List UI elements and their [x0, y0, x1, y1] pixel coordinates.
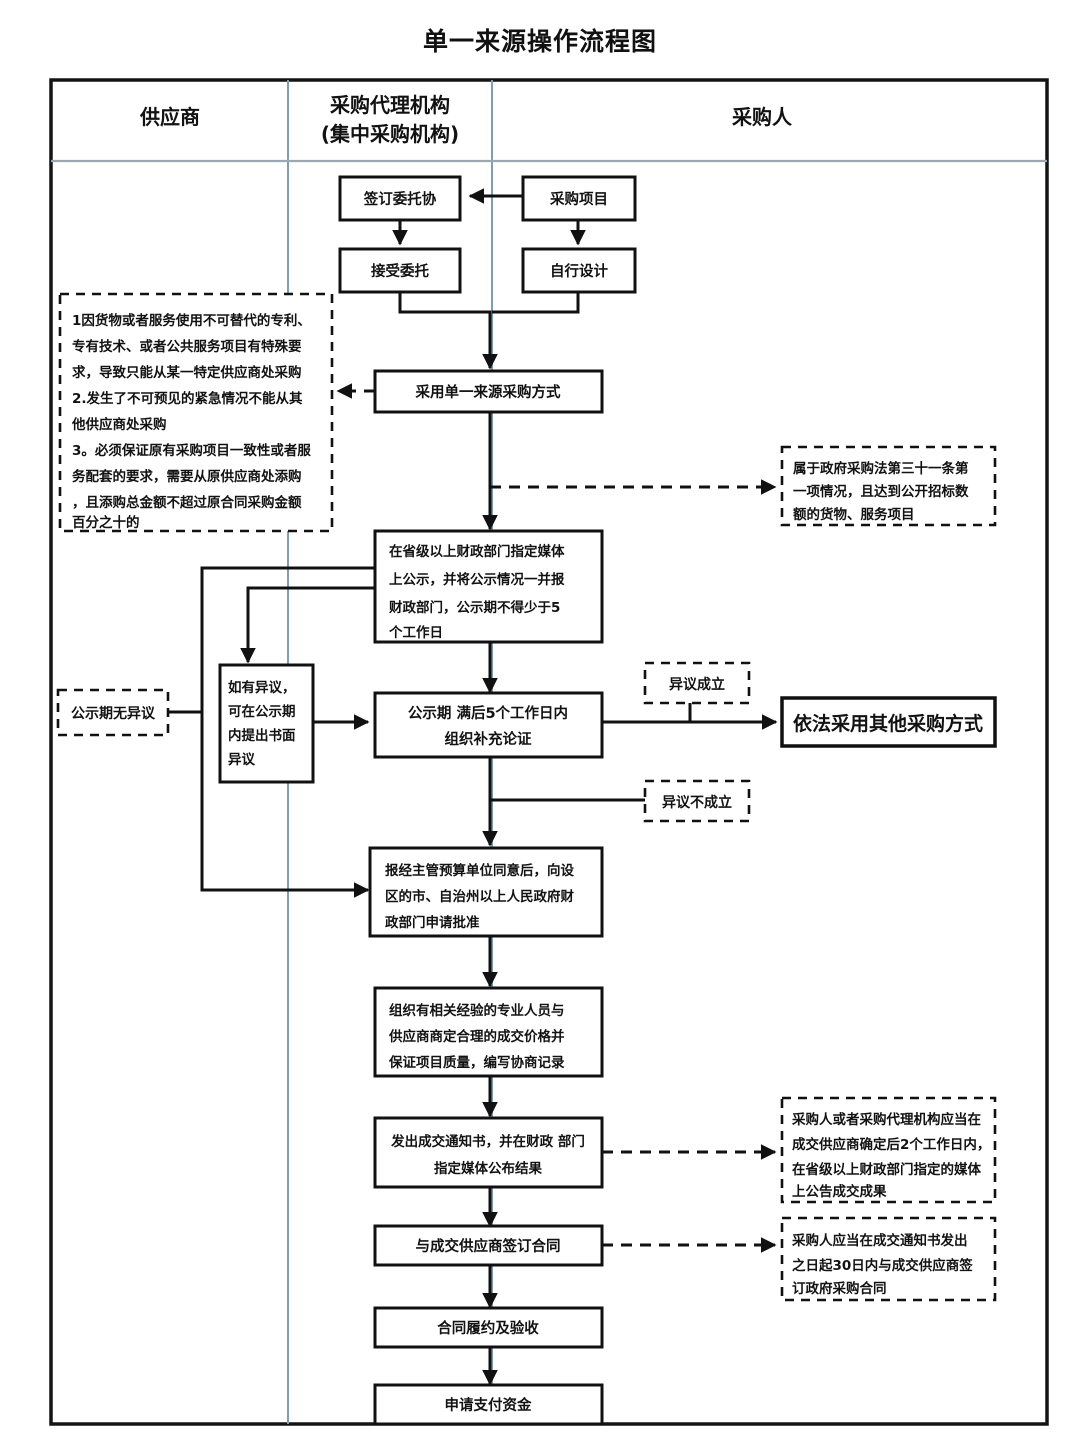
- node-sign-entrust[interactable]: [338, 175, 462, 222]
- node-negotiate-price-line-1: 组织有相关经验的专业人员与: [389, 1002, 565, 1019]
- node-other-method[interactable]: [780, 696, 997, 748]
- connector-publicity-to-approval-loop: [200, 566, 375, 898]
- node-publicity-line-3: 财政部门，公示期不得少于5: [388, 599, 560, 616]
- node-sign-entrust-label: 签订委托协: [363, 190, 437, 208]
- note-law-article-line-3: 额的货物、服务项目: [793, 506, 915, 523]
- lane-header-purchaser: 采购人: [732, 105, 793, 129]
- node-procure-project[interactable]: [521, 175, 637, 222]
- note-contract-30days-line-2: 之日起30日内与成交供应商签: [792, 1257, 973, 1274]
- node-publicity-line-4: 个工作日: [388, 624, 443, 641]
- note-no-objection: [56, 688, 170, 737]
- node-accept-entrust[interactable]: [338, 247, 462, 294]
- note-conditions-line-6: 3。必须保证原有采购项目一致性或者服: [72, 442, 311, 459]
- lane-header-supplier: 供应商: [139, 105, 200, 129]
- note-law-article-line-2: 一项情况，且达到公开招标数: [793, 483, 969, 500]
- node-publicity-line-2: 上公示，并将公示情况一并报: [389, 571, 565, 588]
- node-other-method-label: 依法采用其他采购方式: [793, 712, 983, 735]
- node-publicity-line-1: 在省级以上财政部门指定媒体: [389, 543, 565, 560]
- node-apply-approval-line-1: 报经主管预算单位同意后，向设: [385, 862, 574, 879]
- connector-design-to-adopt: [492, 292, 580, 314]
- node-issue-notice[interactable]: [373, 1116, 604, 1189]
- lane-header-agency-line1: 采购代理机构: [330, 93, 450, 117]
- node-apply-approval-line-2: 区的市、自治州以上人民政府财: [385, 888, 574, 905]
- node-written-objection[interactable]: [218, 663, 315, 784]
- node-written-objection-line-4: 异议: [228, 752, 255, 768]
- note-announce-result-line-3: 在省级以上财政部门指定的媒体: [792, 1161, 981, 1178]
- note-contract-30days-line-3: 订政府采购合同: [792, 1280, 887, 1297]
- note-conditions-line-4: 2.发生了不可预见的紧急情况不能从其: [72, 390, 303, 407]
- node-sign-contract[interactable]: [373, 1224, 604, 1267]
- node-supplementary-argument-line-1: 公示期 满后5个工作日内: [408, 704, 568, 722]
- node-supplementary-argument-line-2: 组织补充论证: [445, 730, 532, 748]
- node-contract-performance-label: 合同履约及验收: [436, 1319, 539, 1337]
- node-publicity[interactable]: [373, 529, 604, 644]
- note-contract-30days: [780, 1216, 997, 1302]
- node-accept-entrust-label: 接受委托: [371, 262, 429, 280]
- note-law-article: [780, 445, 997, 527]
- note-objection-valid-label: 异议成立: [669, 676, 725, 693]
- connector-publicity-to-objection: [240, 586, 375, 664]
- node-contract-performance[interactable]: [373, 1306, 604, 1349]
- node-apply-payment-label: 申请支付资金: [445, 1396, 532, 1414]
- connector-accept-to-adopt: [398, 292, 498, 370]
- note-conditions-line-1: 1因货物或者服务使用不可替代的专利、: [72, 312, 311, 329]
- node-self-design[interactable]: [521, 247, 637, 294]
- node-apply-approval[interactable]: [368, 846, 604, 938]
- node-issue-notice-line-2: 指定媒体公布结果: [434, 1160, 542, 1177]
- note-conditions-line-8: ，且添购总金额不超过原合同采购金额: [72, 494, 302, 511]
- node-self-design-label: 自行设计: [550, 262, 608, 280]
- node-apply-payment[interactable]: [373, 1383, 604, 1426]
- note-conditions-line-2: 专有技术、或者公共服务项目有特殊要: [72, 338, 302, 355]
- note-objection-valid: [643, 661, 751, 705]
- page-title: 单一来源操作流程图: [422, 27, 657, 56]
- node-issue-notice-line-1: 发出成交通知书，并在财政 部门: [390, 1133, 585, 1150]
- node-adopt-single-source-label: 采用单一来源采购方式: [415, 383, 561, 401]
- node-negotiate-price[interactable]: [373, 986, 604, 1078]
- node-negotiate-price-line-2: 供应商商定合理的成交价格并: [388, 1028, 565, 1045]
- node-negotiate-price-line-3: 保证项目质量，编写协商记录: [388, 1054, 565, 1071]
- note-conditions-line-7: 务配套的要求，需要从原供应商处添购: [72, 468, 302, 485]
- note-contract-30days-line-1: 采购人应当在成交通知书发出: [792, 1232, 968, 1249]
- node-procure-project-label: 采购项目: [549, 190, 608, 208]
- note-conditions-line-5: 他供应商处采购: [71, 416, 167, 433]
- node-written-objection-line-2: 可在公示期: [228, 703, 296, 720]
- node-sign-contract-label: 与成交供应商签订合同: [416, 1237, 561, 1255]
- node-supplementary-argument[interactable]: [373, 691, 604, 759]
- note-announce-result-line-1: 采购人或者采购代理机构应当在: [792, 1111, 981, 1128]
- node-written-objection-line-3: 内提出书面: [228, 727, 296, 744]
- note-no-objection-label: 公示期无异议: [71, 706, 156, 722]
- note-objection-invalid-label: 异议不成立: [662, 794, 732, 811]
- note-conditions-line-9: 百分之十的: [72, 514, 140, 531]
- note-conditions: [58, 292, 334, 533]
- note-announce-result-line-2: 成交供应商确定后2个工作日内，: [792, 1136, 990, 1153]
- note-announce-result: [780, 1096, 997, 1204]
- node-adopt-single-source[interactable]: [373, 369, 604, 414]
- note-conditions-line-3: 求，导致只能从某一特定供应商处采购: [72, 364, 302, 381]
- node-apply-approval-line-3: 政部门申请批准: [385, 914, 480, 931]
- note-law-article-line-1: 属于政府采购法第三十一条第: [793, 460, 969, 477]
- note-objection-invalid: [643, 779, 751, 823]
- note-announce-result-line-4: 上公告成交成果: [792, 1183, 887, 1200]
- lane-header-agency-line2: (集中采购机构): [321, 122, 459, 146]
- node-written-objection-line-1: 如有异议，: [228, 679, 296, 696]
